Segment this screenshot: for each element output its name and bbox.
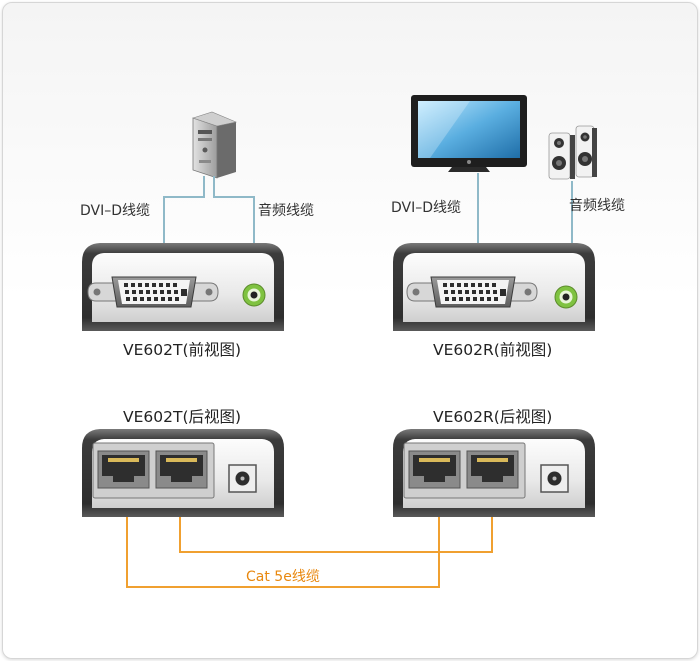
rj45-port-icon [155,450,208,489]
ve602r-front-device [393,243,595,331]
rj45-port-icon [408,450,461,489]
audio-jack-icon [242,283,266,307]
t-audio-cable-label: 音频线缆 [258,203,314,219]
speakers-icon [548,125,597,180]
ve602r-rear-device [393,429,595,517]
power-jack-icon [228,464,257,493]
dvi-port-icon [406,276,538,308]
ve602t-front-caption: VE602T(前视图) [123,341,242,359]
rj45-port-icon [97,450,150,489]
power-jack-icon [540,464,569,493]
ve602t-rear-device [82,429,284,517]
cat5e-cable-label: Cat 5e线缆 [246,569,320,585]
r-dvi-cable-label: DVI–D线缆 [391,200,462,216]
dvi-port-icon [87,276,219,308]
audio-jack-icon [554,285,578,309]
rj45-port-icon [466,450,519,489]
t-dvi-cable-label: DVI–D线缆 [80,203,151,219]
pc-tower-icon [192,111,238,179]
ve602t-rear-caption: VE602T(后视图) [123,408,242,426]
ve602r-rear-caption: VE602R(后视图) [433,408,553,426]
r-audio-cable-label: 音频线缆 [569,198,625,214]
ve602t-front-device [82,243,284,331]
monitor-icon [411,95,527,172]
cat5e-cables [126,517,493,588]
ve602r-front-caption: VE602R(前视图) [433,341,553,359]
